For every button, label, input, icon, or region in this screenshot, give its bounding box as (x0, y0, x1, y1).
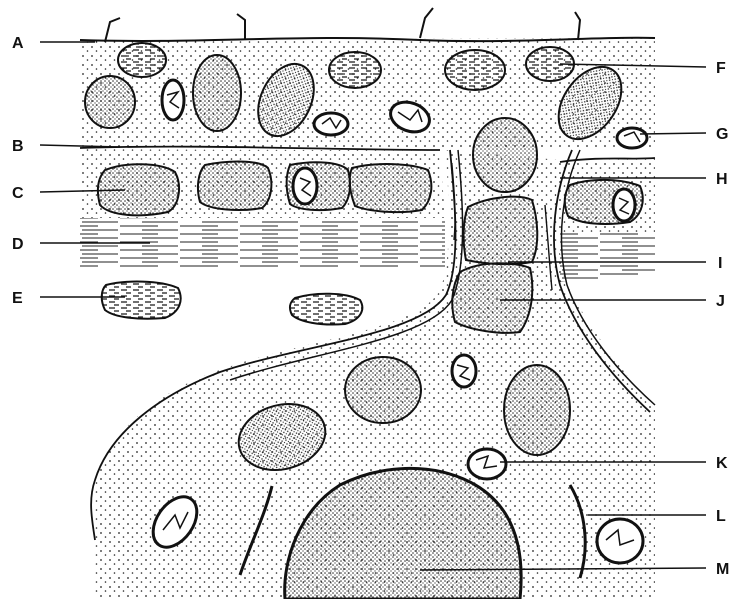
organelle-in-cell (293, 168, 317, 204)
leader-G (640, 133, 706, 134)
cell-dashed-3 (445, 50, 505, 90)
label-G: G (716, 126, 728, 143)
organelle-4 (617, 128, 647, 148)
label-E: E (12, 290, 23, 307)
label-H: H (716, 171, 728, 188)
cell-dashed-2 (329, 52, 381, 88)
label-C: C (12, 185, 24, 202)
organelle-K (468, 449, 506, 479)
surface-projection-2 (237, 14, 245, 40)
cell-oval-1 (193, 55, 241, 131)
label-K: K (716, 455, 728, 472)
label-B: B (12, 138, 24, 155)
fiber-layer-right (560, 232, 655, 282)
label-A: A (12, 35, 24, 52)
label-I: I (718, 255, 722, 272)
cell-channel-top (473, 118, 537, 192)
surface-projection-4 (575, 12, 580, 40)
organelle-lower-1 (452, 355, 476, 387)
cell-dashed-1 (118, 43, 166, 77)
cell-E-2 (290, 294, 362, 325)
label-D: D (12, 236, 24, 253)
organelle-lower-3 (597, 519, 643, 563)
surface-projection-3 (420, 8, 433, 38)
cell-J (452, 263, 532, 333)
surface-projection-1 (105, 18, 120, 42)
label-J: J (716, 293, 725, 310)
cell-stippled-1 (85, 76, 135, 128)
label-F: F (716, 60, 726, 77)
label-M: M (716, 561, 729, 578)
cell-C-2 (198, 162, 271, 210)
cell-I (464, 197, 538, 265)
organelle-H (613, 189, 635, 221)
organelle-1 (162, 80, 184, 120)
label-L: L (716, 508, 726, 525)
cell-lower-3 (504, 365, 570, 455)
organelle-2 (314, 113, 348, 135)
cell-lower-1 (345, 357, 421, 423)
cell-E-1 (102, 282, 181, 319)
cell-C-4 (350, 164, 432, 212)
